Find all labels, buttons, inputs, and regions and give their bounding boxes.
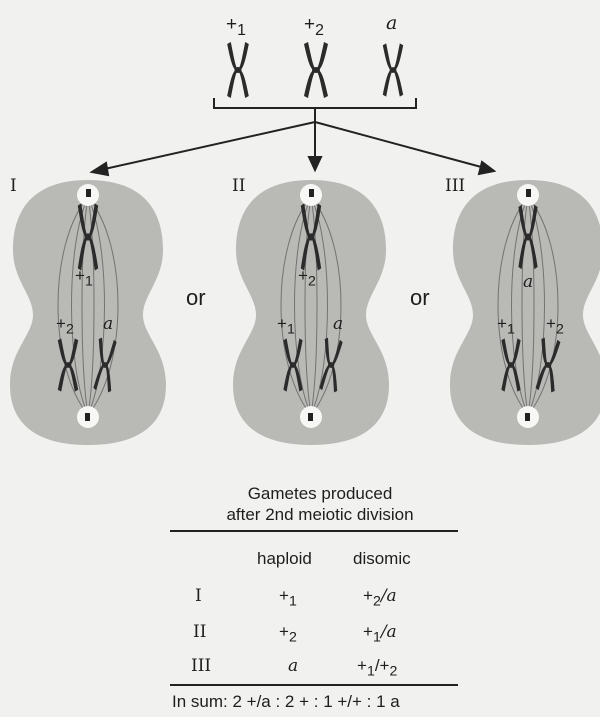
cell-iii-lower-right-label: +2 <box>546 314 564 337</box>
top-chromosome-a <box>383 43 403 96</box>
row-iii-disomic: +1/+2 <box>357 656 397 679</box>
top-label-plus2: +2 <box>304 14 324 40</box>
row-iii-haploid: a <box>288 656 298 676</box>
top-label-a: a <box>386 12 397 34</box>
numeral-i: I <box>10 176 17 196</box>
cell-i-lower-right-label: a <box>103 314 113 334</box>
cell-ii-lower-right-label: a <box>333 314 343 334</box>
table-title: Gametes produced after 2nd meiotic divis… <box>170 483 470 525</box>
row-i-numeral: I <box>195 586 202 606</box>
row-ii-disomic: +1/a <box>363 622 397 645</box>
cell-i <box>10 180 166 445</box>
bracket <box>214 98 416 122</box>
arrows <box>92 122 494 175</box>
or-text-2: or <box>410 285 430 311</box>
row-i-disomic: +2/a <box>363 586 397 609</box>
row-iii-numeral: III <box>191 656 211 676</box>
or-text-1: or <box>186 285 206 311</box>
cell-iii-lower-left-label: +1 <box>497 314 515 337</box>
top-label-plus1: +1 <box>226 14 246 40</box>
header-haploid: haploid <box>257 549 312 569</box>
numeral-ii: II <box>232 176 245 196</box>
cell-iii <box>450 180 600 445</box>
cell-i-lower-left-label: +2 <box>56 314 74 337</box>
row-ii-haploid: +2 <box>279 622 297 645</box>
table-title-line2: after 2nd meiotic division <box>170 504 470 525</box>
numeral-iii: III <box>445 176 465 196</box>
top-chromosome-plus1 <box>227 42 249 98</box>
cell-ii-lower-left-label: +1 <box>277 314 295 337</box>
cell-ii-upper-label: +2 <box>298 266 316 289</box>
cell-ii <box>233 180 389 445</box>
row-i-haploid: +1 <box>279 586 297 609</box>
header-disomic: disomic <box>353 549 411 569</box>
cell-i-upper-label: +1 <box>75 266 93 289</box>
table-bottom-rule <box>170 684 458 686</box>
table-top-rule <box>170 530 458 532</box>
row-ii-numeral: II <box>193 622 206 642</box>
summary-text: In sum: 2 +/a : 2 + : 1 +/+ : 1 a <box>172 692 400 712</box>
top-chromosome-plus2 <box>304 42 328 98</box>
table-title-line1: Gametes produced <box>170 483 470 504</box>
cell-iii-upper-label: a <box>523 272 533 292</box>
